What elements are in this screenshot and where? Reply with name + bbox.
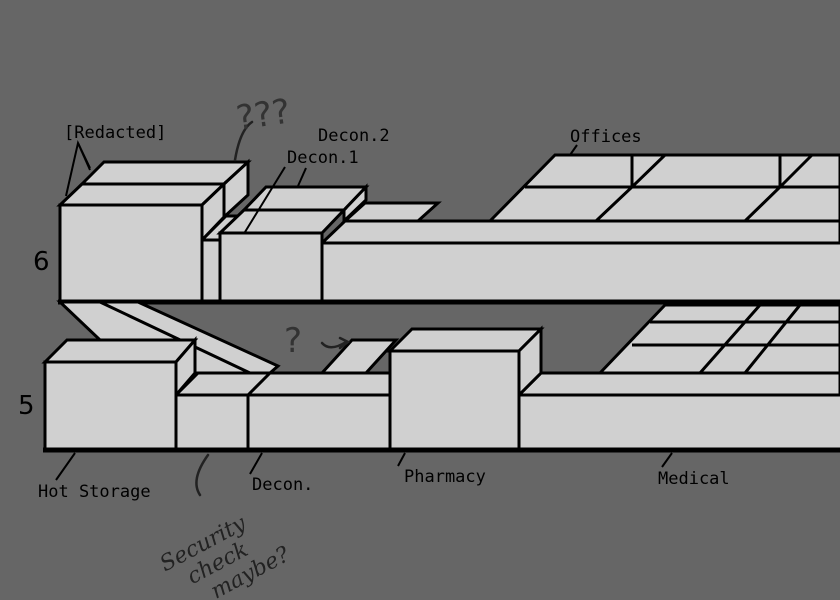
room-decon bbox=[246, 393, 392, 452]
label-decon: Decon. bbox=[252, 475, 313, 495]
room-pharmacy bbox=[388, 349, 521, 452]
room-medical bbox=[517, 393, 840, 452]
label-decon-1: Decon.1 bbox=[287, 148, 359, 168]
passage bbox=[318, 338, 400, 375]
security-note: Security check maybe? bbox=[156, 511, 294, 600]
floor-5 bbox=[41, 303, 840, 453]
floor-6 bbox=[56, 153, 840, 305]
label-offices: Offices bbox=[570, 127, 642, 147]
leader-lines bbox=[55, 120, 673, 497]
room-decon-1 bbox=[216, 208, 348, 235]
room-redacted bbox=[56, 182, 228, 207]
label-hot-storage: Hot Storage bbox=[38, 482, 151, 502]
label-pharmacy: Pharmacy bbox=[404, 467, 486, 487]
question-marks-annotation: ??? bbox=[234, 92, 293, 139]
label-medical: Medical bbox=[658, 469, 730, 489]
question-mark-annotation: ? bbox=[284, 321, 302, 361]
label-redacted: [Redacted] bbox=[64, 123, 166, 143]
room-hot-storage bbox=[43, 360, 178, 452]
label-decon-2: Decon.2 bbox=[318, 126, 390, 146]
corridor-6 bbox=[318, 219, 840, 245]
medical-area bbox=[596, 303, 840, 375]
floor-number-6: 6 bbox=[33, 247, 50, 277]
floor-number-5: 5 bbox=[18, 391, 35, 421]
room-security bbox=[174, 393, 250, 452]
